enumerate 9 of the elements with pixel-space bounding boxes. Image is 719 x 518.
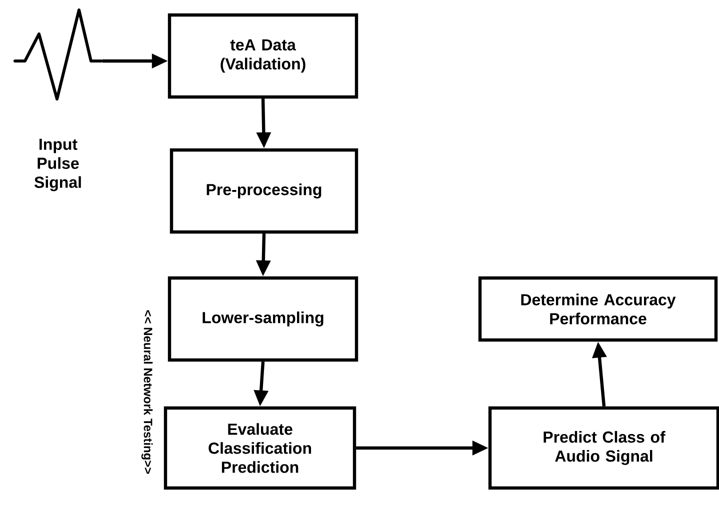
process-box: Lower-sampling: [168, 276, 358, 362]
pulse-signal-drawing: [14, 8, 102, 100]
vertical-label: << Neural Network Testing>>: [141, 310, 153, 474]
process-box: Determine Accuracy Performance: [478, 276, 718, 342]
process-box: teA Data (Validation): [168, 13, 358, 99]
signal-caption: Input Pulse Signal: [34, 138, 81, 192]
process-box: Predict Class of Audio Signal: [488, 406, 719, 490]
process-box: Pre-processing: [170, 148, 358, 234]
process-box: Evaluate Classification Prediction: [164, 406, 356, 490]
